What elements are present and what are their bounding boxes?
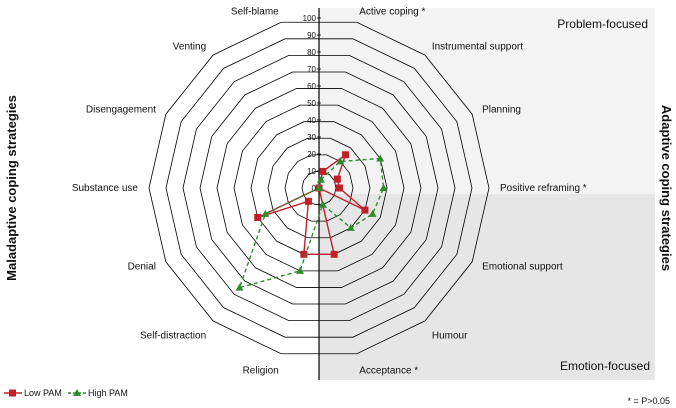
radial-ticks: 0 10 20 30 40 50 60 70 80 90 100 [303,14,321,193]
series-point [319,167,327,175]
grid-ring [199,71,439,305]
series-point [335,184,343,192]
region-label-top: Problem-focused [557,17,648,31]
category-label: Substance use [72,183,139,194]
grid-ring [182,55,456,321]
tick-label: 20 [307,150,316,159]
region-problem-focused-bg [319,8,655,194]
category-label: Active coping * [359,7,425,18]
left-axis-title: Maladaptive coping strategies [4,95,19,281]
series-point [346,223,355,231]
category-label: Denial [128,262,156,273]
right-axis-title: Adaptive coping strategies [659,105,674,271]
series-point [333,175,341,183]
series-point [341,151,349,159]
tick-label: 50 [307,99,316,108]
series-point [330,250,338,258]
grid-ring [148,21,490,355]
grid-ring [284,154,354,222]
series-point [316,175,325,183]
series-line [238,157,385,289]
legend-low-pam-marker [9,389,16,397]
grid-ring [267,137,371,239]
series-point [235,283,244,291]
series-point [261,209,270,217]
series-point [376,154,385,162]
grid-ring [165,38,473,338]
category-label: Positive reframing * [500,183,587,194]
series-point [318,200,327,208]
tick-label: 40 [307,116,316,125]
series-point [304,197,312,205]
category-label: Emotional support [482,262,563,273]
series-point [300,250,308,258]
category-label: Disengagement [86,104,156,115]
tick-label: 0 [312,184,317,193]
category-label: Instrumental support [432,41,523,52]
legend-low-pam-label: Low PAM [24,388,62,398]
category-label: Acceptance * [359,365,418,376]
category-labels: Active coping * Instrumental supportPlann… [72,7,587,377]
category-label: Religion [243,365,279,376]
category-label: Self-blame [231,7,279,18]
legend-high-pam-label: High PAM [88,388,128,398]
series-point [361,206,369,214]
category-label: Self-distraction [140,331,206,342]
legend-high-pam-marker [73,389,81,396]
series-point [254,214,262,222]
tick-label: 70 [307,65,316,74]
series-point [315,184,323,191]
tick-label: 10 [307,167,316,176]
grid-ring [216,88,422,288]
region-label-bottom: Emotion-focused [560,359,650,373]
category-label: Humour [432,331,468,342]
region-emotion-focused-bg [319,194,655,380]
tick-label: 80 [307,48,316,57]
series-layer [235,151,388,291]
series-point [296,266,305,274]
tick-label: 60 [307,82,316,91]
category-label: Venting [173,41,206,52]
tick-label: 90 [307,31,316,40]
tick-label: 100 [303,14,317,23]
series-point [368,209,377,217]
series-point [379,184,388,191]
category-label: Planning [482,104,521,115]
series-point [336,157,345,165]
legend: Low PAM High PAM [4,388,128,398]
tick-label: 30 [307,133,316,142]
grid-ring [301,171,337,205]
significance-note: * = P>0.05 [627,396,670,406]
